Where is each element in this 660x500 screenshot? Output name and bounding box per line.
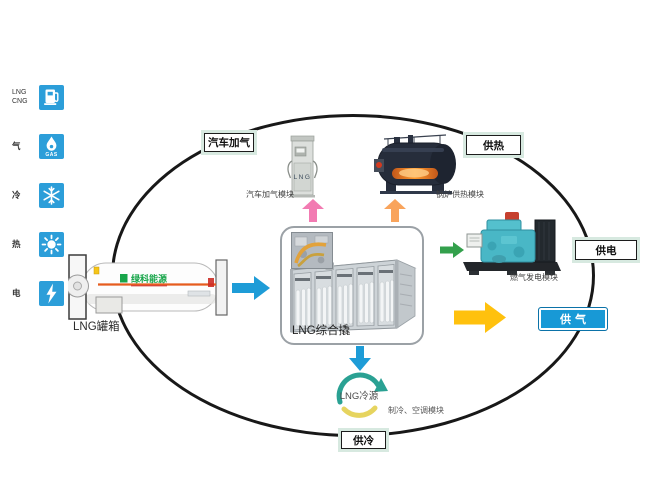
- legend-item-lng-cng: LNG CNG: [12, 85, 64, 110]
- legend-label: 气: [12, 141, 21, 152]
- legend-label: LNG CNG: [12, 88, 28, 105]
- node-gas-supply: 供气: [538, 307, 608, 331]
- svg-text:绿科能源: 绿科能源: [131, 273, 167, 284]
- legend-label: 电: [12, 288, 21, 299]
- node-heating-label: 供热: [483, 139, 504, 152]
- node-refueling-label: 汽车加气: [208, 137, 250, 149]
- lng-tank-image: 绿科能源: [68, 254, 228, 320]
- node-power-label: 供电: [595, 244, 617, 257]
- boiler-image: [374, 134, 456, 194]
- legend-label: 冷: [12, 190, 21, 201]
- arrow-skid-to-generator: [440, 242, 464, 258]
- cold-source-label: LNG冷源: [339, 391, 379, 402]
- node-gas-supply-label: 供气: [560, 314, 590, 326]
- snowflake-icon: [39, 183, 64, 208]
- skid-label: LNG综合撬: [292, 325, 351, 337]
- node-cooling-label: 供冷: [353, 434, 374, 447]
- cooling-cycle-icon: [336, 372, 388, 418]
- arrow-skid-to-cooling: [349, 346, 371, 371]
- generator-image: [463, 212, 561, 275]
- dispenser-module-label: 汽车加气模块: [246, 190, 294, 199]
- legend-label: 热: [12, 239, 21, 250]
- tank-label: LNG罐箱: [73, 321, 120, 333]
- arrow-skid-to-refueling: [302, 199, 324, 222]
- lightning-icon: [39, 281, 64, 306]
- node-refueling: 汽车加气: [204, 133, 254, 152]
- svg-text:LNG: LNG: [294, 174, 312, 181]
- svg-text:GAS: GAS: [45, 152, 58, 158]
- arrow-skid-to-boiler: [384, 199, 406, 222]
- node-heating: 供热: [466, 135, 521, 155]
- cooling-module-label: 制冷、空调模块: [388, 406, 444, 415]
- generator-module-label: 燃气发电模块: [510, 273, 558, 282]
- legend-item-heat: 热: [12, 232, 64, 257]
- dispenser-image: LNG: [287, 135, 318, 198]
- legend-item-cold: 冷: [12, 183, 64, 208]
- arrow-skid-to-gas-supply: [454, 302, 506, 333]
- boiler-module-label: 锅炉供热模块: [436, 190, 484, 199]
- lng-skid-container-image: [290, 259, 417, 333]
- legend-item-gas: 气 GAS: [12, 134, 64, 159]
- sun-icon: [39, 232, 64, 257]
- piping-inset-image: [291, 232, 334, 270]
- node-power: 供电: [575, 240, 637, 260]
- legend-item-power: 电: [12, 281, 64, 306]
- arrow-tank-to-skid: [232, 276, 270, 300]
- node-cooling: 供冷: [341, 431, 386, 449]
- fuel-pump-icon: [39, 85, 64, 110]
- gas-flame-icon: GAS: [39, 134, 64, 159]
